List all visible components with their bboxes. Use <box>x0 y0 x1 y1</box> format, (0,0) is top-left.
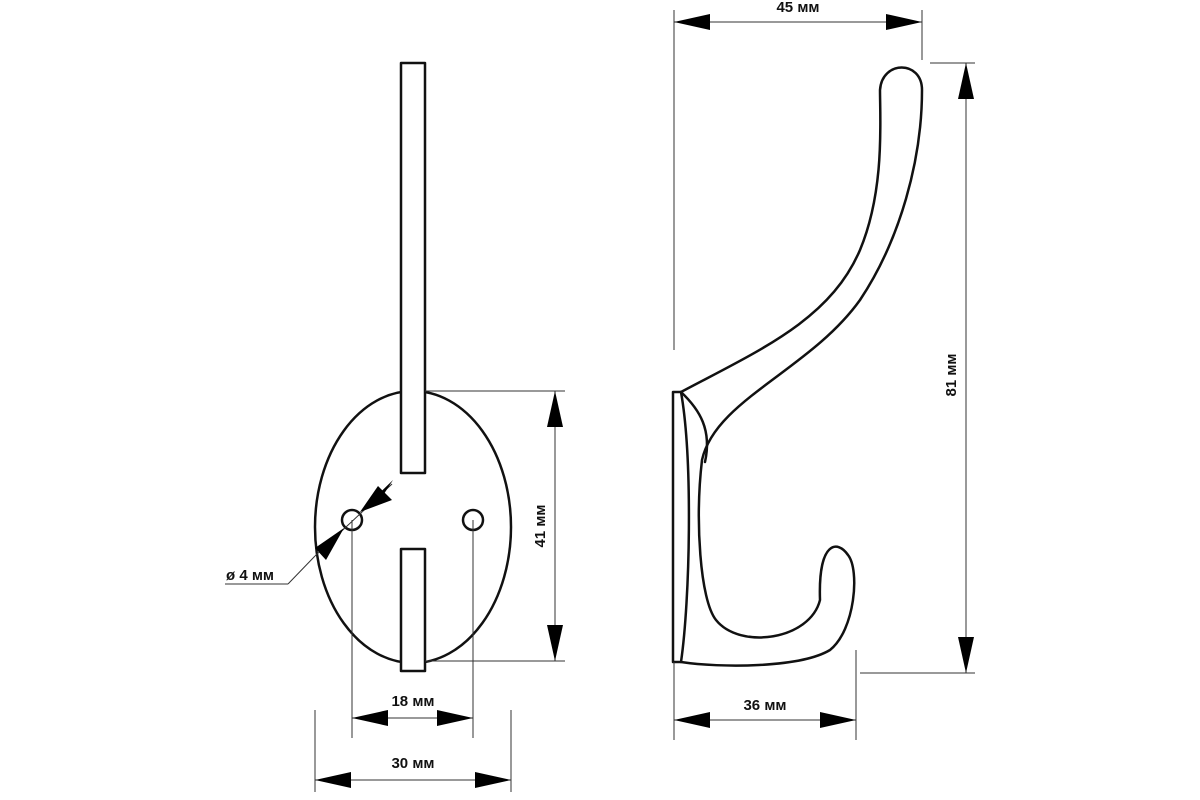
total-height-label: 81 мм <box>943 353 960 396</box>
lower-arm-front <box>399 547 427 673</box>
hook-body-outline <box>679 66 924 667</box>
hook-stem-inner-line <box>679 390 709 464</box>
dimension-total-height: 81 мм <box>860 62 975 674</box>
hole-diameter-label: ø 4 мм <box>226 567 274 584</box>
total-width-label: 45 мм <box>776 0 819 16</box>
dimension-total-width: 45 мм <box>673 0 923 350</box>
upper-arm-front <box>399 61 427 475</box>
dimension-hole-diameter: ø 4 мм <box>225 480 393 585</box>
hook-depth-label: 36 мм <box>743 697 786 714</box>
dimension-plate-width: 30 мм <box>314 710 512 792</box>
dimension-plate-height: 41 мм <box>425 390 565 662</box>
dimension-hole-spacing: 18 мм <box>351 520 474 738</box>
front-view <box>313 61 513 673</box>
plate-edge-outline <box>671 390 691 664</box>
hole-spacing-label: 18 мм <box>391 693 434 710</box>
dimension-hook-depth: 36 мм <box>673 650 857 740</box>
side-view <box>671 66 924 667</box>
plate-height-label: 41 мм <box>532 504 549 547</box>
plate-width-label: 30 мм <box>391 755 434 772</box>
